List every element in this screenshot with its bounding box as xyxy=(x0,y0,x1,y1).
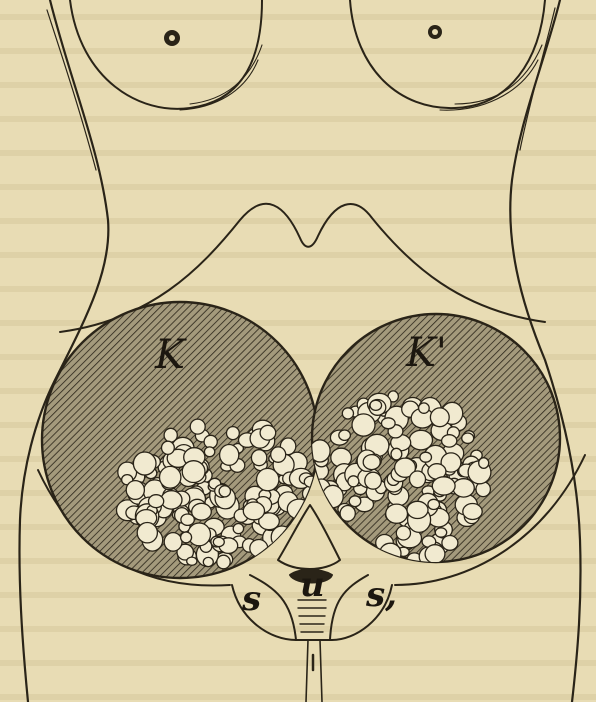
lobule xyxy=(339,430,351,440)
lobule xyxy=(462,433,474,443)
lobule xyxy=(425,545,445,564)
lobule xyxy=(363,455,380,470)
lobule xyxy=(365,472,382,489)
lobule xyxy=(257,468,279,490)
lobule xyxy=(386,504,408,523)
lobule xyxy=(435,528,446,537)
lobule xyxy=(204,447,214,457)
lobule xyxy=(391,448,402,460)
lobule xyxy=(164,533,182,552)
lobule xyxy=(419,403,430,413)
lobule xyxy=(396,526,410,540)
lobule xyxy=(126,481,144,500)
lobule xyxy=(430,408,449,427)
lobule xyxy=(233,524,243,534)
lobule xyxy=(428,499,440,509)
lobule xyxy=(370,400,382,410)
lobule xyxy=(219,486,230,497)
lobule xyxy=(348,476,359,487)
lobule xyxy=(382,418,396,429)
lobule xyxy=(271,447,286,462)
lobule xyxy=(203,557,213,566)
lobule xyxy=(251,450,266,466)
lobule xyxy=(217,555,230,569)
lobule xyxy=(181,532,192,543)
lobule xyxy=(352,414,375,436)
lobule xyxy=(243,502,264,520)
label-left-lower: s xyxy=(241,579,261,619)
lobule xyxy=(160,466,181,488)
lobule xyxy=(192,503,212,520)
lobule xyxy=(420,452,432,462)
lobule xyxy=(479,458,489,469)
lobule xyxy=(342,408,353,419)
lobule xyxy=(407,501,428,518)
label-left-mass: K xyxy=(154,332,187,378)
lobule xyxy=(453,479,474,497)
lobule xyxy=(182,461,205,483)
lobule xyxy=(137,523,157,543)
lobule xyxy=(187,557,197,565)
label-right-lower: s, xyxy=(365,575,397,615)
lobule xyxy=(442,435,457,447)
lobule xyxy=(432,477,455,495)
label-center-lower: u xyxy=(300,565,325,605)
lobule xyxy=(463,504,482,520)
lobule xyxy=(227,427,240,440)
lobule xyxy=(340,506,355,522)
lobule xyxy=(133,452,156,475)
lobule xyxy=(349,496,361,507)
lobule xyxy=(213,537,224,546)
lobule xyxy=(162,441,175,454)
label-right-mass: K' xyxy=(405,330,447,376)
lobule xyxy=(149,495,164,508)
lobule xyxy=(410,471,426,488)
lobule xyxy=(220,445,239,466)
lobule xyxy=(442,536,458,551)
lobule xyxy=(190,419,205,434)
lobule xyxy=(260,425,276,440)
